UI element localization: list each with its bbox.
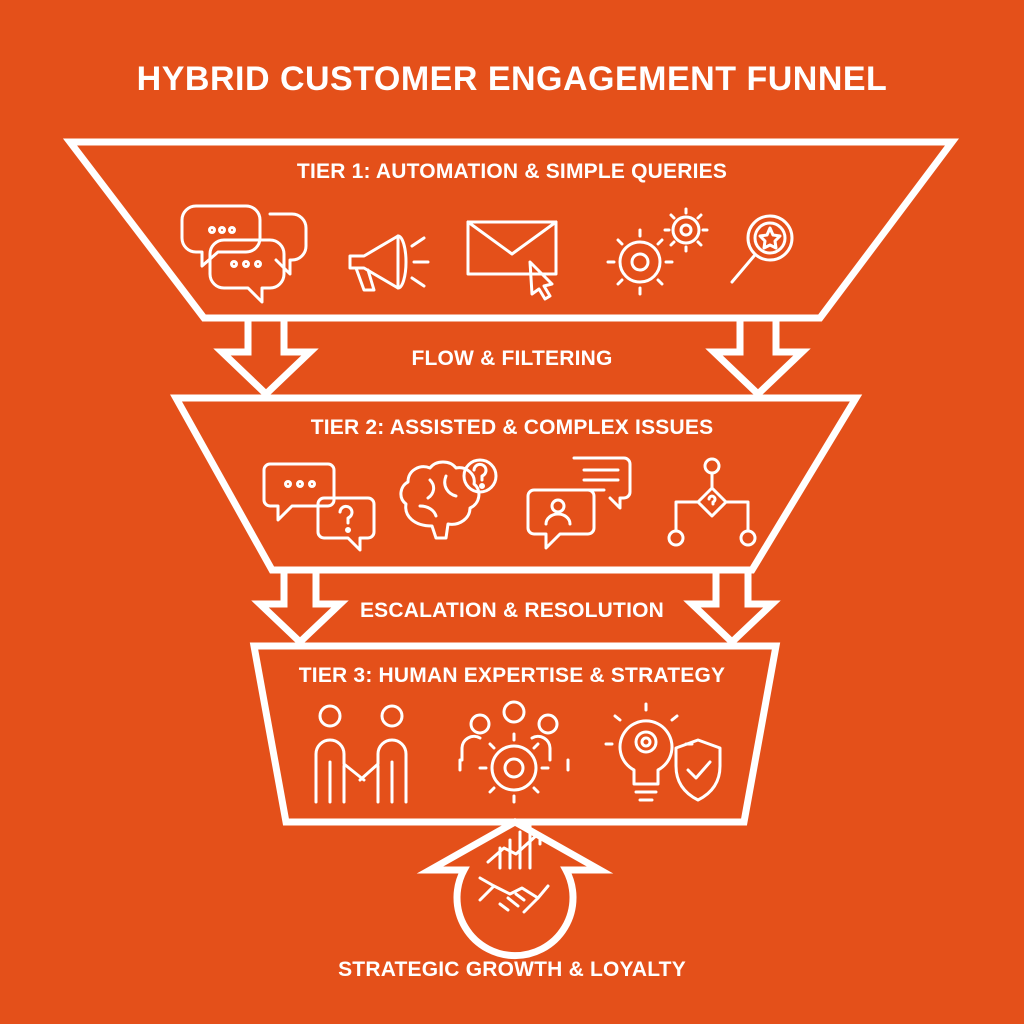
growth-loyalty-label: STRATEGIC GROWTH & LOYALTY bbox=[338, 958, 686, 981]
tier-3-label: TIER 3: HUMAN EXPERTISE & STRATEGY bbox=[298, 664, 726, 687]
handshake-people-icon bbox=[314, 704, 408, 804]
email-click-icon bbox=[466, 220, 558, 301]
tier-3-frame bbox=[249, 642, 781, 826]
tier-1-label: TIER 1: AUTOMATION & SIMPLE QUERIES bbox=[296, 160, 728, 183]
gears-icon bbox=[606, 207, 709, 296]
escalation-resolution-label: ESCALATION & RESOLUTION bbox=[359, 599, 665, 622]
idea-shield-icon bbox=[604, 702, 722, 802]
agent-chat-icon bbox=[526, 456, 632, 550]
megaphone-icon bbox=[348, 234, 430, 292]
team-gear-icon bbox=[458, 700, 570, 804]
chat-question-icon bbox=[262, 462, 376, 552]
flow-filtering-label: FLOW & FILTERING bbox=[411, 347, 613, 370]
diagram-title: HYBRID CUSTOMER ENGAGEMENT FUNNEL bbox=[136, 60, 888, 98]
tier-2-frame bbox=[170, 394, 863, 574]
chat-bubbles-icon bbox=[180, 204, 308, 304]
escalation-arrow-right bbox=[683, 570, 781, 647]
growth-handshake-icon bbox=[478, 822, 550, 914]
flow-arrow-right bbox=[705, 318, 811, 399]
escalation-arrow-left bbox=[251, 570, 349, 647]
tier-2-label: TIER 2: ASSISTED & COMPLEX ISSUES bbox=[310, 416, 714, 439]
tier-1-frame bbox=[62, 138, 959, 322]
brain-question-icon bbox=[399, 458, 498, 540]
growth-arrow bbox=[416, 817, 614, 960]
decision-flow-icon bbox=[667, 457, 757, 547]
search-star-icon bbox=[730, 214, 794, 284]
flow-arrow-left bbox=[213, 318, 319, 399]
